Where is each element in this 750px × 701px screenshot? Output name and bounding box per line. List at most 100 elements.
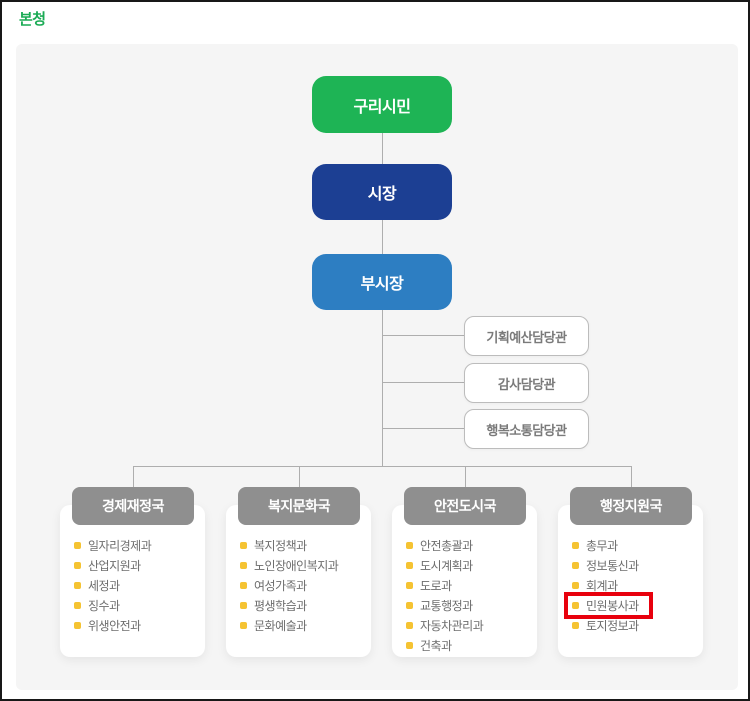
bullet-icon xyxy=(572,581,579,589)
bullet-icon xyxy=(572,621,579,629)
connector-line xyxy=(382,335,464,336)
bullet-icon xyxy=(406,581,413,589)
division-inner: 회계과 xyxy=(568,577,622,594)
division-item[interactable]: 정보통신과 xyxy=(568,555,703,575)
division-inner: 정보통신과 xyxy=(568,557,643,574)
division-inner: 안전총괄과 xyxy=(402,537,477,554)
bullet-icon xyxy=(74,581,81,589)
division-label: 징수과 xyxy=(88,598,120,613)
division-label: 건축과 xyxy=(420,638,452,653)
division-item[interactable]: 도로과 xyxy=(402,575,537,595)
connector-line xyxy=(382,382,464,383)
bullet-icon xyxy=(406,641,413,649)
division-label: 복지정책과 xyxy=(254,538,307,553)
division-inner: 세정과 xyxy=(70,577,124,594)
division-label: 총무과 xyxy=(586,538,618,553)
bullet-icon xyxy=(240,561,247,569)
bullet-icon xyxy=(74,541,81,549)
connector-line xyxy=(382,220,383,254)
division-label: 자동차관리과 xyxy=(420,618,484,633)
division-item[interactable]: 징수과 xyxy=(70,595,205,615)
division-label: 토지정보과 xyxy=(586,618,639,633)
division-item[interactable]: 회계과 xyxy=(568,575,703,595)
connector-line xyxy=(382,428,464,429)
node-mayor: 시장 xyxy=(312,164,452,220)
division-inner: 복지정책과 xyxy=(236,537,311,554)
division-item[interactable]: 노인장애인복지과 xyxy=(236,555,371,575)
division-label: 도로과 xyxy=(420,578,452,593)
division-item[interactable]: 평생학습과 xyxy=(236,595,371,615)
division-label: 노인장애인복지과 xyxy=(254,558,339,573)
division-item[interactable]: 자동차관리과 xyxy=(402,615,537,635)
bullet-icon xyxy=(240,601,247,609)
connector-line xyxy=(465,466,466,487)
division-item[interactable]: 안전총괄과 xyxy=(402,535,537,555)
division-label: 정보통신과 xyxy=(586,558,639,573)
bullet-icon xyxy=(572,541,579,549)
division-item[interactable]: 여성가족과 xyxy=(236,575,371,595)
bullet-icon xyxy=(406,541,413,549)
division-item[interactable]: 위생안전과 xyxy=(70,615,205,635)
division-item[interactable]: 문화예술과 xyxy=(236,615,371,635)
connector-line xyxy=(382,310,383,466)
connector-line xyxy=(299,466,300,487)
division-item[interactable]: 교통행정과 xyxy=(402,595,537,615)
bureau-header-safe-city[interactable]: 안전도시국 xyxy=(404,487,526,525)
division-inner: 일자리경제과 xyxy=(70,537,155,554)
division-inner: 징수과 xyxy=(70,597,124,614)
division-label: 여성가족과 xyxy=(254,578,307,593)
division-inner: 건축과 xyxy=(402,637,456,654)
division-item[interactable]: 민원봉사과 xyxy=(564,591,703,619)
bureau-header-welfare-culture[interactable]: 복지문화국 xyxy=(238,487,360,525)
bureau-header-economy-finance[interactable]: 경제재정국 xyxy=(72,487,194,525)
node-vice-mayor: 부시장 xyxy=(312,254,452,310)
connector-line xyxy=(133,466,134,487)
connector-line xyxy=(631,466,632,487)
division-item[interactable]: 산업지원과 xyxy=(70,555,205,575)
staff-office-communication[interactable]: 행복소통담당관 xyxy=(464,409,589,449)
division-label: 도시계획과 xyxy=(420,558,473,573)
division-item[interactable]: 건축과 xyxy=(402,635,537,655)
page-title: 본청 xyxy=(19,11,46,28)
division-inner: 여성가족과 xyxy=(236,577,311,594)
division-inner: 노인장애인복지과 xyxy=(236,557,342,574)
division-inner: 토지정보과 xyxy=(568,617,643,634)
division-label: 민원봉사과 xyxy=(586,598,639,613)
division-item[interactable]: 복지정책과 xyxy=(236,535,371,555)
bullet-icon xyxy=(406,621,413,629)
division-item[interactable]: 세정과 xyxy=(70,575,205,595)
staff-office-audit[interactable]: 감사담당관 xyxy=(464,363,589,403)
division-item[interactable]: 토지정보과 xyxy=(568,615,703,635)
division-label: 교통행정과 xyxy=(420,598,473,613)
division-label: 문화예술과 xyxy=(254,618,307,633)
division-label: 일자리경제과 xyxy=(88,538,152,553)
division-label: 세정과 xyxy=(88,578,120,593)
division-label: 회계과 xyxy=(586,578,618,593)
bullet-icon xyxy=(572,601,579,609)
connector-line xyxy=(133,466,631,467)
division-item[interactable]: 일자리경제과 xyxy=(70,535,205,555)
division-item[interactable]: 도시계획과 xyxy=(402,555,537,575)
bullet-icon xyxy=(406,601,413,609)
bullet-icon xyxy=(406,561,413,569)
connector-line xyxy=(382,133,383,164)
division-inner: 위생안전과 xyxy=(70,617,145,634)
bullet-icon xyxy=(240,581,247,589)
staff-office-planning-budget[interactable]: 기획예산담당관 xyxy=(464,316,589,356)
division-item[interactable]: 총무과 xyxy=(568,535,703,555)
bullet-icon xyxy=(74,601,81,609)
bureau-header-admin-support[interactable]: 행정지원국 xyxy=(570,487,692,525)
division-inner: 도시계획과 xyxy=(402,557,477,574)
division-label: 평생학습과 xyxy=(254,598,307,613)
org-chart-panel: 구리시민 시장 부시장 기획예산담당관 감사담당관 행복소통담당관 일자리경제과… xyxy=(16,44,738,690)
division-inner: 문화예술과 xyxy=(236,617,311,634)
node-citizens: 구리시민 xyxy=(312,76,452,133)
